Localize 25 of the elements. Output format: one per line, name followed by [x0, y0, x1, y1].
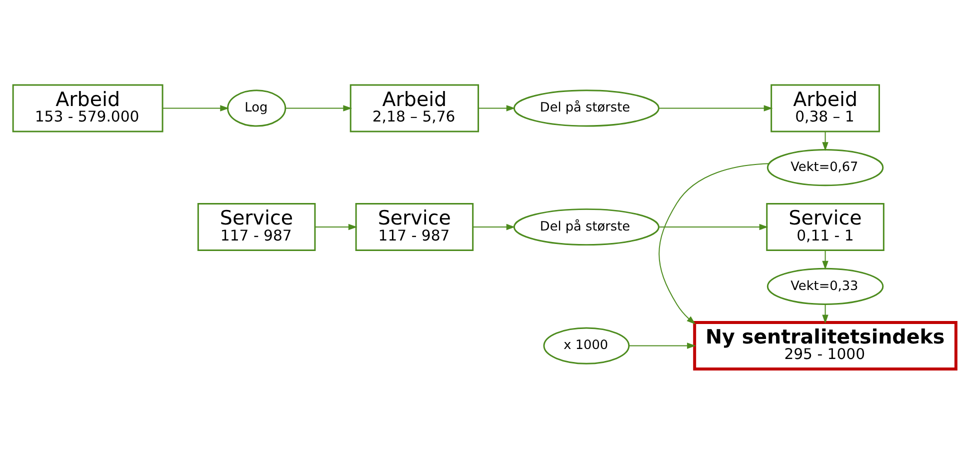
arrow: [658, 104, 773, 111]
node-box: Arbeid 153 - 579.000: [12, 84, 164, 132]
node-box: Ny sentralitetsindeks 295 - 1000: [693, 320, 958, 370]
arrow: [658, 223, 768, 230]
node-box: Service 117 - 987: [355, 202, 474, 250]
arrow: [658, 162, 770, 324]
arrow: [628, 342, 696, 348]
arrow: [822, 303, 828, 324]
node-ellipse: Log: [227, 89, 286, 126]
node-box: Arbeid 0,38 – 1: [770, 84, 880, 132]
node-box: Service 117 - 987: [197, 202, 316, 250]
node-ellipse: x 1000: [543, 326, 630, 364]
node-ellipse: Del på største: [513, 208, 660, 246]
arrow: [822, 130, 828, 151]
arrow: [822, 250, 828, 270]
arrow: [314, 223, 358, 230]
arrow: [472, 223, 516, 230]
arrow: [284, 104, 352, 111]
arrow: [478, 104, 516, 111]
node-ellipse: Del på største: [513, 89, 660, 126]
node-box: Arbeid 2,18 – 5,76: [350, 84, 480, 132]
node-ellipse: Vekt=0,33: [766, 267, 884, 304]
node-ellipse: Vekt=0,67: [766, 148, 884, 186]
node-box: Service 0,11 - 1: [766, 202, 884, 250]
arrow: [162, 104, 230, 111]
